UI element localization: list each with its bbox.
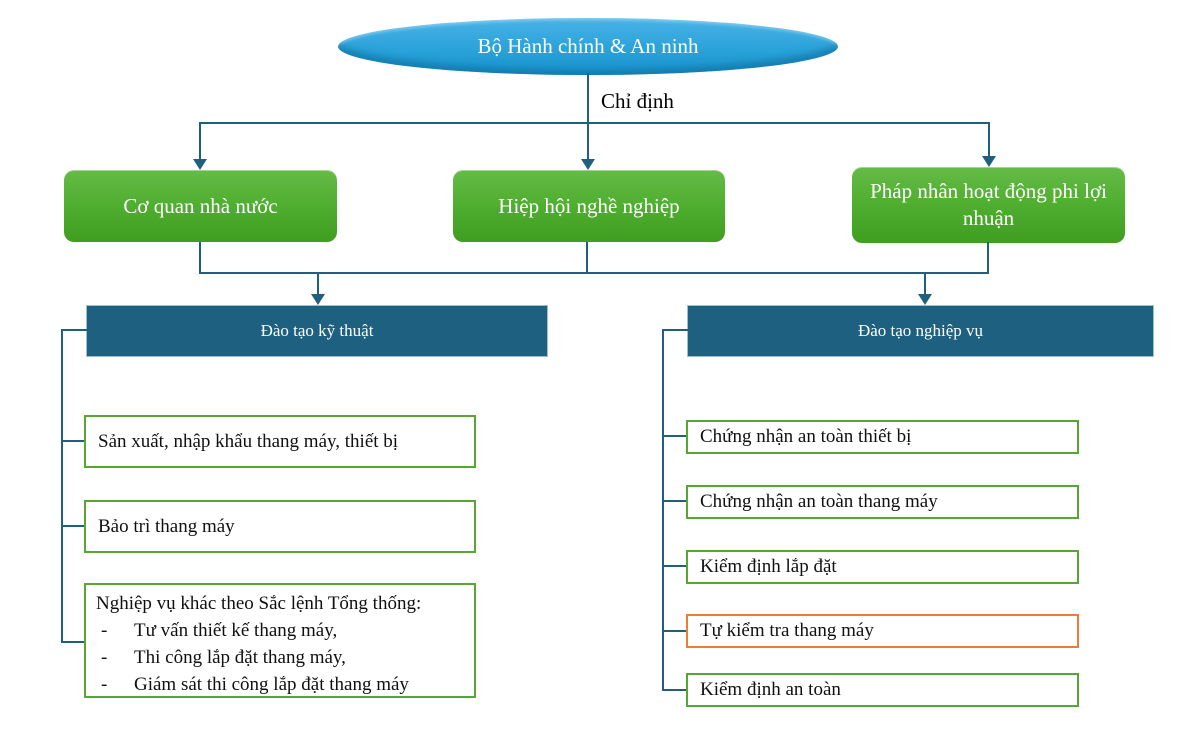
header-professional-training: Đào tạo nghiệp vụ — [687, 305, 1154, 357]
connector-mid-drop-left — [199, 242, 201, 274]
header-professional-training-label: Đào tạo nghiệp vụ — [857, 321, 984, 340]
tech-item-production-import: Sản xuất, nhập khẩu thang máy, thiết bị — [84, 415, 476, 468]
list-item: - Tư vấn thiết kế thang máy, — [96, 617, 464, 644]
connector-top-rail — [200, 122, 989, 124]
connector-mid-rail — [199, 272, 989, 274]
prof-item-self-inspection: Tự kiểm tra thang máy — [686, 614, 1079, 648]
prof-item-installation-inspection-label: Kiểm định lắp đặt — [700, 556, 837, 577]
tech-item-maintenance-label: Bảo trì thang máy — [98, 515, 235, 537]
prof-item-safety-inspection-label: Kiểm định an toàn — [700, 679, 841, 700]
header-technical-training-label: Đào tạo kỹ thuật — [260, 321, 374, 340]
root-node: Bộ Hành chính & An ninh — [338, 18, 838, 75]
bullet-text: Giám sát thi công lắp đặt thang máy — [134, 674, 409, 695]
bracket-left-stub-2 — [61, 525, 85, 527]
root-node-label: Bộ Hành chính & An ninh — [477, 34, 699, 58]
prof-item-elevator-safety-cert-label: Chứng nhận an toàn thang máy — [700, 491, 938, 512]
list-item: - Giám sát thi công lắp đặt thang máy — [96, 671, 464, 698]
bullet-dash: - — [101, 674, 108, 695]
list-item: - Thi công lắp đặt thang máy, — [96, 644, 464, 671]
bracket-left-spine — [61, 329, 63, 643]
tech-item-production-import-label: Sản xuất, nhập khẩu thang máy, thiết bị — [98, 430, 399, 452]
bracket-left-stub-1 — [61, 440, 85, 442]
arrow-down-icon — [581, 159, 595, 170]
bullet-dash: - — [101, 620, 108, 641]
prof-item-equipment-safety-cert: Chứng nhận an toàn thiết bị — [686, 420, 1079, 454]
tech-item-maintenance: Bảo trì thang máy — [84, 500, 476, 553]
prof-item-elevator-safety-cert: Chứng nhận an toàn thang máy — [686, 485, 1079, 519]
tech-item-other-services: Nghiệp vụ khác theo Sắc lệnh Tổng thống:… — [84, 583, 476, 698]
node-professional-association-label: Hiệp hội nghề nghiệp — [498, 193, 680, 218]
node-state-agency: Cơ quan nhà nước — [64, 170, 337, 242]
bracket-right-stub-5 — [662, 689, 687, 691]
bracket-right-spine — [662, 329, 664, 691]
arrow-down-icon — [193, 159, 207, 170]
bracket-right-stub-4 — [662, 630, 687, 632]
connector-stem-prof-header — [924, 272, 926, 295]
edge-label-designation: Chỉ định — [601, 89, 674, 113]
arrow-down-icon — [982, 156, 996, 167]
connector-stem-tech-header — [317, 272, 319, 295]
bracket-right-stub-3 — [662, 565, 687, 567]
connector-drop-middle — [587, 122, 589, 160]
node-professional-association: Hiệp hội nghề nghiệp — [453, 170, 725, 242]
bracket-right-stub-2 — [662, 500, 687, 502]
bullet-dash: - — [101, 647, 108, 668]
prof-item-installation-inspection: Kiểm định lắp đặt — [686, 550, 1079, 584]
connector-mid-drop-middle — [586, 242, 588, 274]
connector-drop-right — [988, 122, 990, 158]
bullet-text: Tư vấn thiết kế thang máy, — [134, 620, 338, 641]
node-state-agency-label: Cơ quan nhà nước — [123, 193, 278, 218]
bracket-right-stub-header — [662, 329, 688, 331]
prof-item-equipment-safety-cert-label: Chứng nhận an toàn thiết bị — [700, 426, 912, 447]
bracket-left-stub-3 — [61, 641, 85, 643]
prof-item-self-inspection-label: Tự kiểm tra thang máy — [700, 620, 874, 641]
arrow-down-icon — [918, 294, 932, 305]
tech-item-other-services-title: Nghiệp vụ khác theo Sắc lệnh Tổng thống: — [96, 593, 422, 614]
connector-root-stem — [587, 73, 589, 124]
connector-drop-left — [199, 122, 201, 160]
prof-item-safety-inspection: Kiểm định an toàn — [686, 673, 1079, 707]
node-nonprofit-entity-label: Pháp nhân hoạt động phi lợi nhuận — [870, 179, 1107, 230]
bracket-right-stub-1 — [662, 435, 687, 437]
header-technical-training: Đào tạo kỹ thuật — [86, 305, 548, 357]
connector-mid-drop-right — [987, 242, 989, 274]
node-nonprofit-entity: Pháp nhân hoạt động phi lợi nhuận — [852, 167, 1125, 243]
bracket-left-stub-header — [61, 329, 87, 331]
bullet-text: Thi công lắp đặt thang máy, — [134, 647, 346, 668]
arrow-down-icon — [311, 294, 325, 305]
